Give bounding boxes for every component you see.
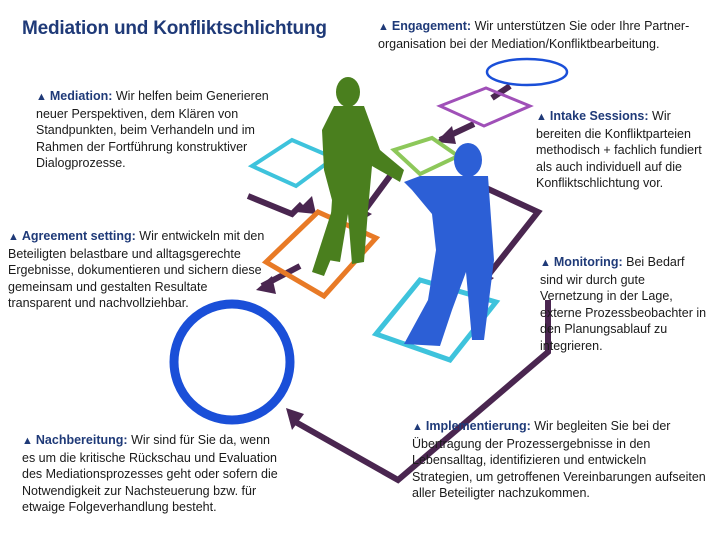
monitoring-green-base (371, 277, 501, 363)
green-head (336, 77, 360, 107)
intake-purple-box (436, 86, 534, 128)
step-text: Wir begleiten Sie bei der Übertragung de… (412, 419, 706, 500)
arrow-blue-right-down (483, 185, 543, 280)
step-nachbereitung: ▲Nachbereitung: Wir sind für Sie da, wen… (22, 432, 284, 516)
arrowhead-3 (256, 276, 276, 294)
step-heading: Implementierung: (425, 419, 531, 433)
triangle-icon: ▲ (36, 91, 47, 103)
step-text: Wir helfen beim Generieren neuer Perspek… (36, 89, 269, 170)
step-monitoring: ▲Monitoring: Bei Bedarf sind wir durch g… (540, 254, 710, 354)
triangle-icon: ▲ (8, 231, 19, 243)
arrowhead-1 (436, 126, 456, 144)
arrow-oval-to-purple (490, 83, 512, 101)
step-text: Wir bereiten die Konfliktparteien method… (536, 109, 702, 190)
step-heading: Nachbereitung: (35, 433, 128, 447)
arrow-bottomright-to-nachbereitung (290, 300, 551, 484)
green-person-figure (312, 77, 404, 276)
triangle-icon: ▲ (22, 435, 33, 447)
page-title: Mediation und Konfliktschlichtung (22, 18, 327, 39)
blue-body (404, 176, 494, 346)
step-text: Wir sind für Sie da, wenn es um die krit… (22, 433, 278, 514)
step-heading: Agreement setting: (21, 229, 136, 243)
arrowhead-2 (286, 408, 304, 430)
step-heading: Monitoring: (553, 255, 623, 269)
triangle-icon: ▲ (378, 21, 389, 33)
step-engagement: ▲Engagement: Wir unterstützen Sie oder I… (378, 18, 698, 52)
step-text: Wir entwickeln mit den Beteiligten belas… (8, 229, 265, 310)
triangle-icon: ▲ (412, 421, 423, 433)
lime-box (390, 135, 462, 177)
triangle-icon: ▲ (540, 257, 551, 269)
step-heading: Mediation: (49, 89, 113, 103)
step-agreement: ▲Agreement setting: Wir entwickeln mit d… (8, 228, 272, 312)
step-text: Bei Bedarf sind wir durch gute Vernetzun… (540, 255, 707, 353)
step-heading: Engagement: (391, 19, 472, 33)
nachbereitung-circle (169, 299, 295, 425)
arrowhead-6 (296, 196, 316, 214)
step-intake: ▲Intake Sessions: Wir bereiten die Konfl… (536, 108, 708, 192)
flow-arrows (246, 83, 551, 484)
step-implementierung: ▲Implementierung: Wir begleiten Sie bei … (412, 418, 708, 502)
green-legs (312, 210, 346, 276)
agreement-orange-box (261, 209, 381, 300)
step-mediation: ▲Mediation: Wir helfen beim Generieren n… (36, 88, 282, 172)
blue-person-figure (404, 143, 494, 346)
arrow-cyan-to-orange (246, 193, 305, 218)
step-text: Wir unterstützen Sie oder Ihre Partner-o… (378, 19, 690, 51)
blue-head (454, 143, 482, 177)
triangle-icon: ▲ (536, 111, 547, 123)
engagement-oval (485, 57, 569, 87)
step-heading: Intake Sessions: (549, 109, 649, 123)
